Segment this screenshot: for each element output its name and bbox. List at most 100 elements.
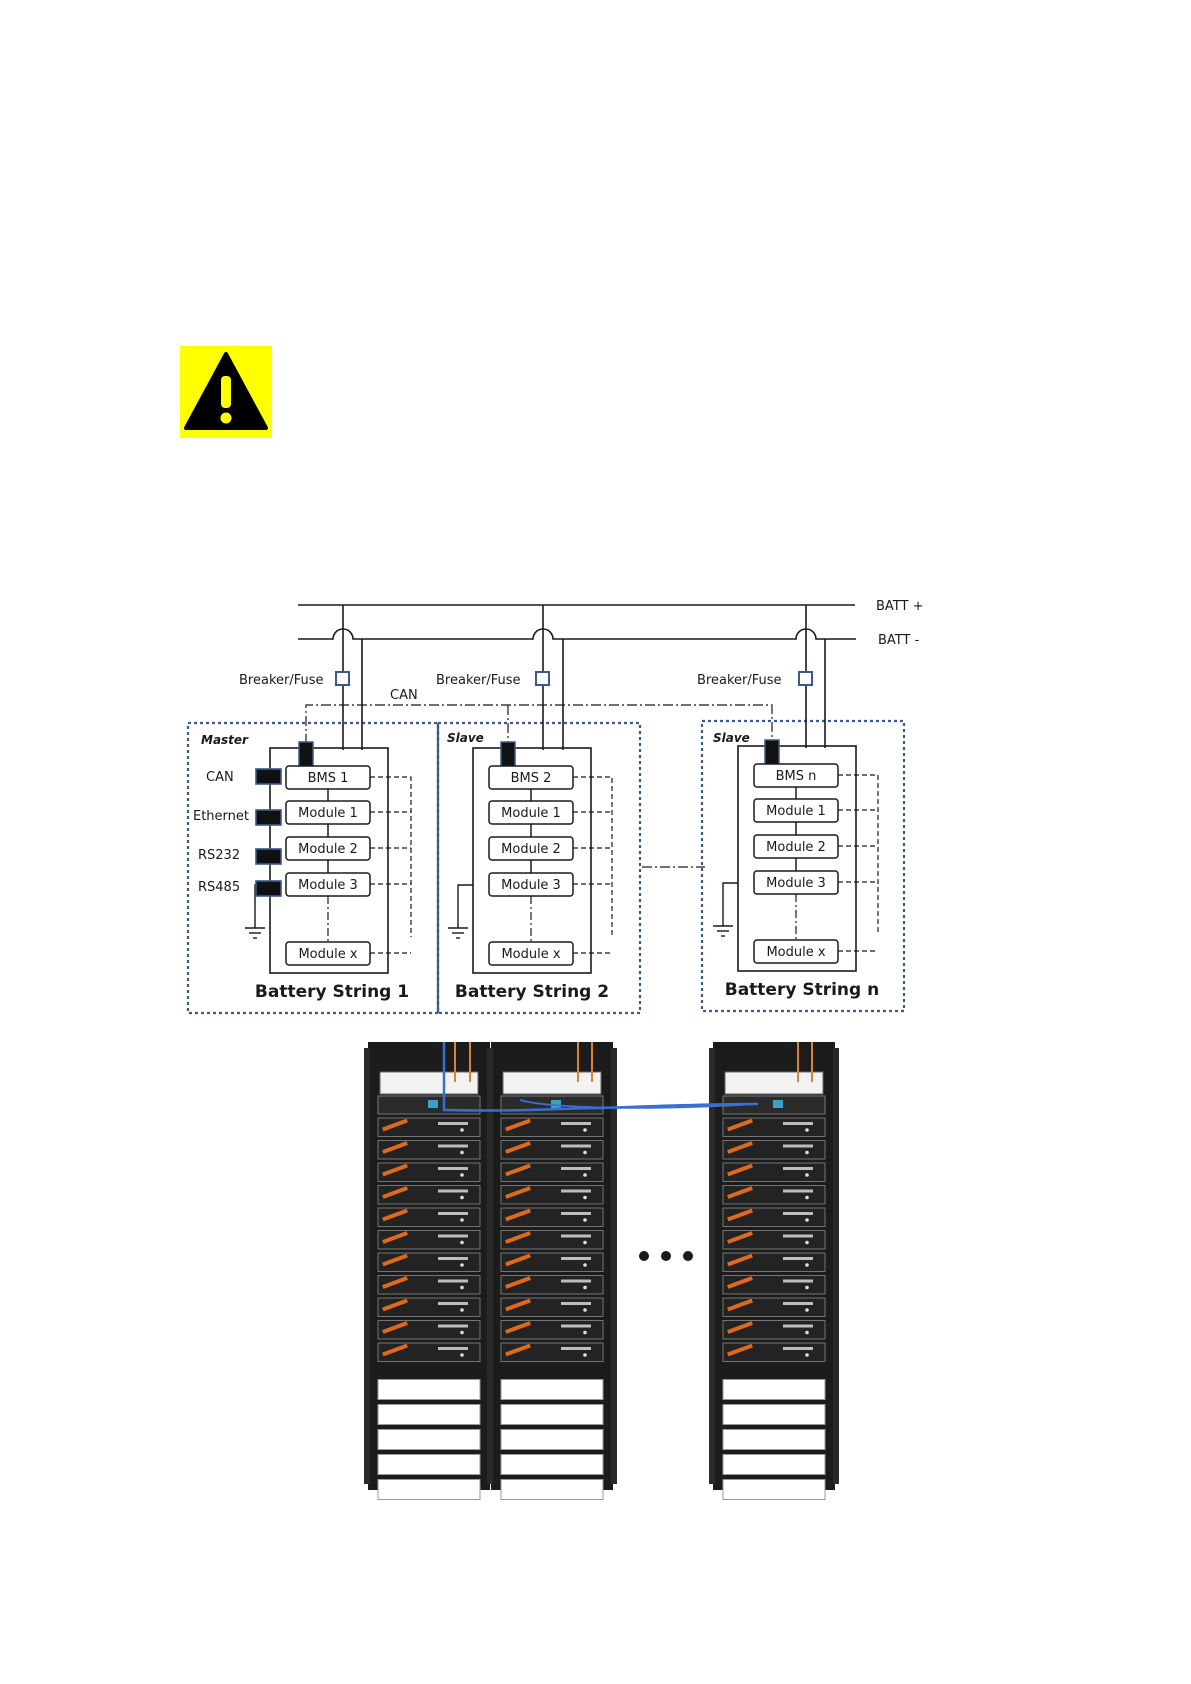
bms-breaker (428, 1100, 438, 1108)
module-label-strip (438, 1190, 468, 1193)
battery-string-1: Master Breaker/Fuse BMS 1 Module 1 Modul… (188, 605, 438, 1013)
string-1-breaker-icon (336, 672, 349, 685)
module-led (583, 1151, 587, 1155)
battery-string-2: Slave Breaker/Fuse BMS 2 Module 1 Module… (436, 605, 640, 1013)
module-label-strip (783, 1280, 813, 1283)
string-2-title: Battery String 2 (455, 982, 609, 1002)
module-led (460, 1353, 464, 1357)
module-label-strip (783, 1212, 813, 1215)
string-2-module-3-label: Module 3 (501, 878, 561, 893)
string-n-role: Slave (713, 731, 750, 745)
blank-panel (723, 1405, 825, 1425)
string-n-module-2-label: Module 2 (766, 840, 826, 855)
string-n-bms-label: BMS n (776, 769, 817, 784)
string-2-module-2-label: Module 2 (501, 842, 561, 857)
string-n-breaker-icon (799, 672, 812, 685)
module-label-strip (561, 1347, 591, 1350)
module-label-strip (783, 1302, 813, 1305)
module-label-strip (783, 1145, 813, 1148)
string-2-ground-icon (448, 928, 468, 938)
port-ethernet-icon (256, 810, 281, 825)
module-label-strip (783, 1190, 813, 1193)
string-1-module-3-label: Module 3 (298, 878, 358, 893)
module-label-strip (438, 1212, 468, 1215)
string-2-breaker-icon (536, 672, 549, 685)
module-label-strip (438, 1325, 468, 1328)
string-n-ground-wire (723, 883, 738, 926)
string-1-breaker-label: Breaker/Fuse (239, 673, 324, 688)
port-rs485-icon (256, 881, 281, 896)
module-led (583, 1353, 587, 1357)
port-rs232-icon (256, 849, 281, 864)
module-led (805, 1173, 809, 1177)
string-1-internal-bus (370, 777, 411, 953)
module-label-strip (438, 1122, 468, 1125)
module-led (805, 1331, 809, 1335)
port-rs232-label: RS232 (198, 848, 240, 863)
string-2-internal-bus (573, 777, 612, 953)
dc-bus (298, 605, 856, 639)
blank-panel (378, 1380, 480, 1400)
string-2-module-1-label: Module 1 (501, 806, 561, 821)
module-label-strip (438, 1347, 468, 1350)
module-label-strip (561, 1302, 591, 1305)
module-led (583, 1308, 587, 1312)
module-label-strip (783, 1325, 813, 1328)
module-label-strip (438, 1167, 468, 1170)
batt-neg-bus-line (298, 629, 856, 639)
string-2-bms-label: BMS 2 (511, 771, 552, 786)
string-n-ground-icon (713, 926, 733, 936)
module-led (805, 1263, 809, 1267)
string-1-title: Battery String 1 (255, 982, 409, 1002)
blank-panel (723, 1380, 825, 1400)
string-n-breaker-label: Breaker/Fuse (697, 673, 782, 688)
module-led (805, 1196, 809, 1200)
string-1-module-2-label: Module 2 (298, 842, 358, 857)
module-label-strip (561, 1145, 591, 1148)
module-led (460, 1196, 464, 1200)
module-label-strip (783, 1257, 813, 1260)
module-label-strip (438, 1302, 468, 1305)
module-led (805, 1241, 809, 1245)
module-label-strip (783, 1235, 813, 1238)
module-label-strip (783, 1347, 813, 1350)
string-2-bms-port (501, 742, 515, 767)
module-led (805, 1286, 809, 1290)
module-label-strip (561, 1235, 591, 1238)
module-led (460, 1308, 464, 1312)
module-led (583, 1173, 587, 1177)
module-label-strip (783, 1122, 813, 1125)
module-led (460, 1218, 464, 1222)
blank-panel (501, 1380, 603, 1400)
string-n-module-1-label: Module 1 (766, 804, 826, 819)
rack-top-panel (503, 1072, 601, 1094)
module-label-strip (438, 1280, 468, 1283)
module-label-strip (438, 1145, 468, 1148)
string-2-module-x-label: Module x (501, 947, 560, 962)
rack-rail-right (611, 1048, 617, 1484)
string-n-title: Battery String n (725, 980, 879, 1000)
port-ethernet-label: Ethernet (193, 809, 249, 824)
module-label-strip (561, 1167, 591, 1170)
module-led (460, 1263, 464, 1267)
module-led (460, 1331, 464, 1335)
blank-panel (501, 1480, 603, 1500)
string-1-module-1-label: Module 1 (298, 806, 358, 821)
module-led (583, 1241, 587, 1245)
module-label-strip (561, 1122, 591, 1125)
blank-panel (723, 1480, 825, 1500)
string-2-breaker-label: Breaker/Fuse (436, 673, 521, 688)
rack-cabinets (364, 1042, 839, 1500)
blank-panel (501, 1455, 603, 1475)
rack-rail-right (833, 1048, 839, 1484)
module-led (583, 1286, 587, 1290)
string-1-bms-label: BMS 1 (308, 771, 349, 786)
string-1-ground-icon (245, 928, 265, 938)
module-led (805, 1308, 809, 1312)
module-led (583, 1263, 587, 1267)
bms-breaker (773, 1100, 783, 1108)
string-1-role: Master (201, 733, 249, 747)
port-rs485-label: RS485 (198, 880, 240, 895)
module-led (583, 1196, 587, 1200)
